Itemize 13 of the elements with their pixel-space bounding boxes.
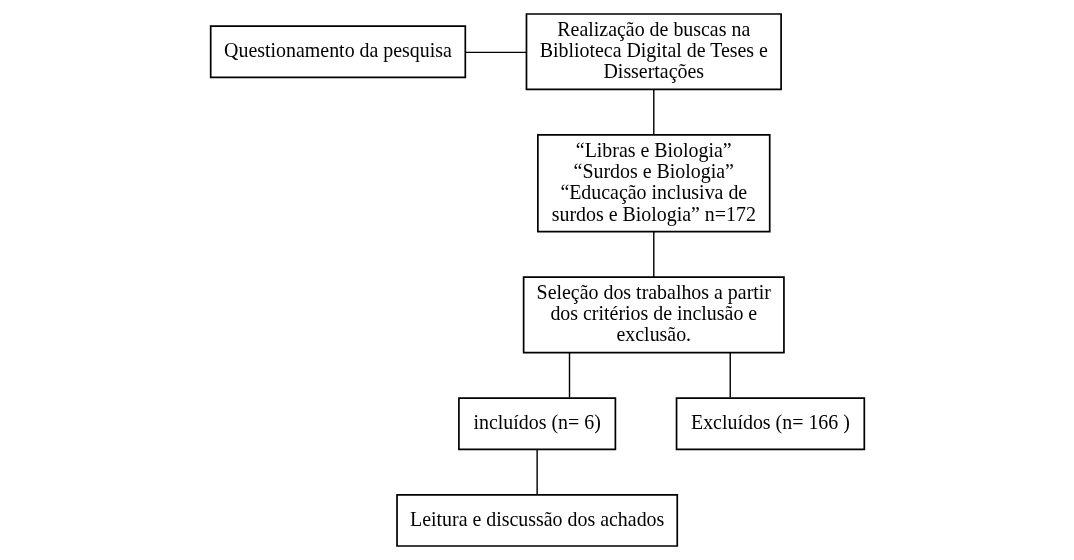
node-box: incluídos (n= 6) [457,397,616,451]
connector [535,448,538,496]
connector [652,231,654,278]
connector [464,51,527,54]
node-box: “Libras e Biologia” “Surdos e Biologia” “Educação inclusiva de surdos e Biologia” n=172 [536,134,771,233]
connector [652,89,654,136]
node-box: Realização de buscas na Biblioteca Digital de Teses e Dissertações [525,13,782,91]
node-box: Leitura e discussão dos achados [395,493,678,547]
node-box: Questionamento da pesquisa [209,25,466,79]
node-box: Seleção dos trabalhos a partir dos critérios de inclusão e exclusão. [522,276,785,354]
connector [729,352,731,399]
connector [568,352,570,399]
node-box: Excluídos (n= 166 ) [675,397,865,451]
